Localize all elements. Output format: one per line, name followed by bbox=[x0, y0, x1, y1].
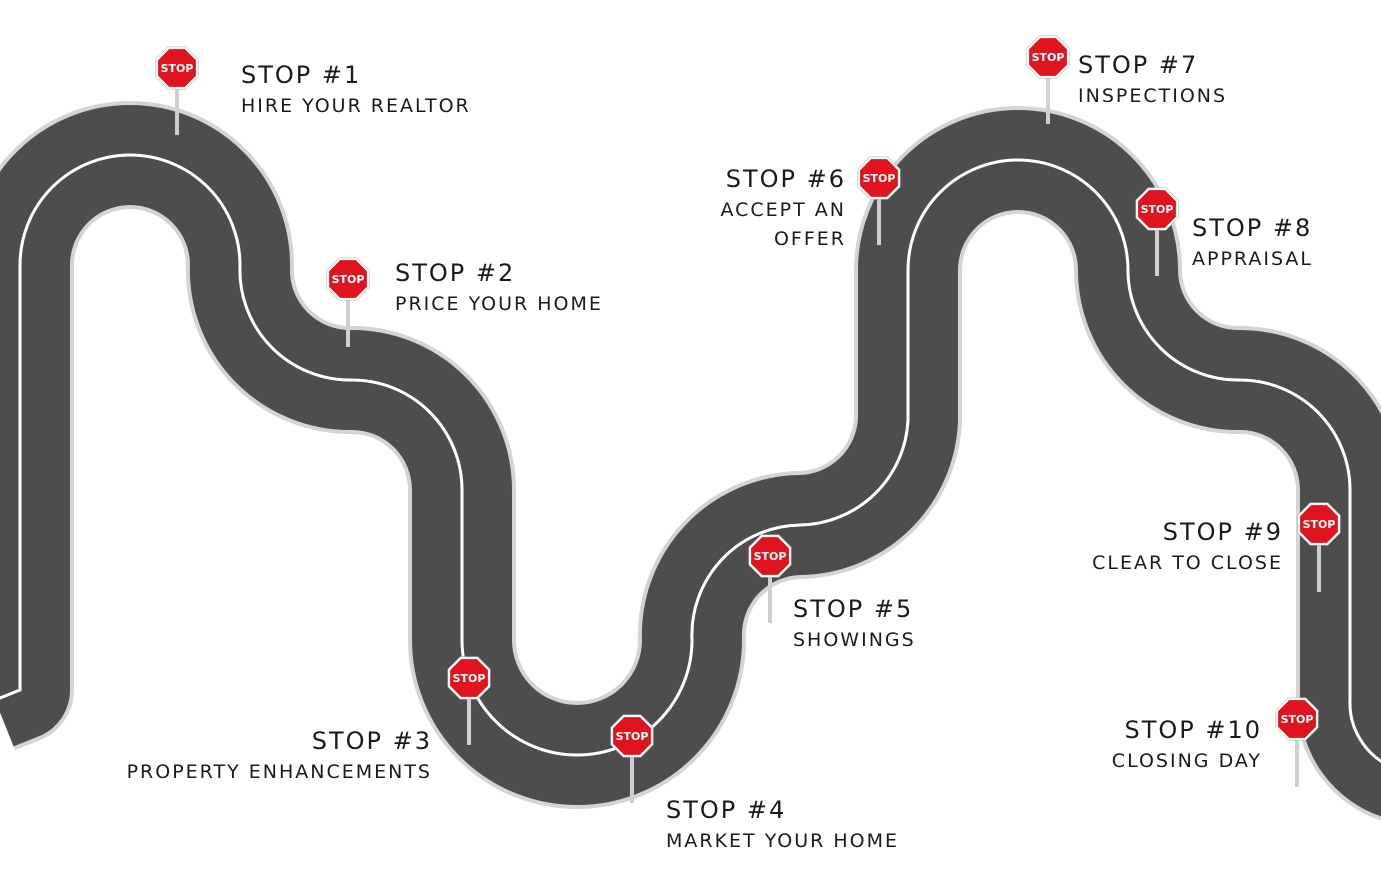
road bbox=[0, 101, 1381, 821]
stop-sign-text: STOP bbox=[161, 62, 194, 75]
stop-sign-6: STOP bbox=[857, 156, 901, 245]
stop-sign-4: STOP bbox=[610, 714, 654, 803]
stop-subtitle: CLOSING DAY bbox=[1111, 750, 1262, 772]
stop-subtitle-line2: OFFER bbox=[773, 228, 846, 250]
stop-1-label: STOP #1 HIRE YOUR REALTOR bbox=[241, 63, 471, 116]
stop-title: STOP #7 bbox=[1078, 51, 1199, 79]
stop-subtitle: SHOWINGS bbox=[793, 629, 916, 651]
stop-9-label: STOP #9 CLEAR TO CLOSE bbox=[1092, 520, 1283, 573]
stop-subtitle: PROPERTY ENHANCEMENTS bbox=[126, 761, 432, 783]
stop-10-label: STOP #10 CLOSING DAY bbox=[1112, 718, 1262, 771]
stop-sign-9: STOP bbox=[1297, 502, 1341, 592]
sign-pole bbox=[1155, 209, 1159, 276]
lane-line bbox=[0, 153, 1381, 763]
stop-sign-icon bbox=[613, 717, 651, 755]
stop-subtitle: HIRE YOUR REALTOR bbox=[241, 95, 471, 117]
stop-sign-3: STOP bbox=[447, 656, 491, 745]
stop-6-label: STOP #6 ACCEPT AN OFFER bbox=[720, 167, 846, 249]
stop-3-label: STOP #3 PROPERTY ENHANCEMENTS bbox=[127, 729, 432, 782]
sign-pole bbox=[630, 736, 634, 803]
sign-pole bbox=[1317, 524, 1321, 592]
stop-5-label: STOP #5 SHOWINGS bbox=[793, 597, 916, 650]
stop-sign-icon bbox=[1138, 190, 1176, 228]
stop-title: STOP #2 bbox=[395, 259, 516, 287]
stop-title: STOP #4 bbox=[666, 796, 787, 824]
stop-title: STOP #5 bbox=[793, 595, 914, 623]
stop-sign-text: STOP bbox=[1032, 51, 1065, 64]
stop-title: STOP #9 bbox=[1162, 518, 1283, 546]
stop-4-label: STOP #4 MARKET YOUR HOME bbox=[666, 798, 899, 851]
stop-subtitle: INSPECTIONS bbox=[1078, 85, 1228, 107]
sign-pole bbox=[346, 279, 350, 347]
stop-subtitle: ACCEPT AN bbox=[720, 199, 846, 221]
stop-subtitle: CLEAR TO CLOSE bbox=[1092, 552, 1283, 574]
stop-sign-1: STOP bbox=[155, 46, 199, 135]
stop-2-label: STOP #2 PRICE YOUR HOME bbox=[395, 261, 603, 314]
stop-sign-icon bbox=[751, 537, 789, 575]
stop-sign-icon bbox=[860, 159, 898, 197]
stop-sign-text: STOP bbox=[1141, 203, 1174, 216]
stop-sign-7: STOP bbox=[1026, 35, 1070, 124]
stop-sign-icon bbox=[450, 659, 488, 697]
stop-title: STOP #10 bbox=[1124, 716, 1262, 744]
stop-sign-text: STOP bbox=[332, 273, 365, 286]
stop-sign-icon bbox=[329, 260, 367, 298]
sign-pole bbox=[1046, 57, 1050, 124]
stop-sign-text: STOP bbox=[616, 730, 649, 743]
stop-sign-icon bbox=[158, 49, 196, 87]
sign-pole bbox=[768, 556, 772, 623]
stop-sign-text: STOP bbox=[1281, 713, 1314, 726]
stop-sign-text: STOP bbox=[453, 672, 486, 685]
stop-subtitle: APPRAISAL bbox=[1192, 248, 1313, 270]
sign-pole bbox=[1295, 719, 1299, 787]
stop-subtitle: MARKET YOUR HOME bbox=[666, 830, 900, 852]
stop-sign-text: STOP bbox=[863, 172, 896, 185]
stop-8-label: STOP #8 APPRAISAL bbox=[1192, 216, 1313, 269]
stop-sign-5: STOP bbox=[748, 534, 792, 623]
stop-sign-icon bbox=[1300, 505, 1338, 543]
stop-subtitle: PRICE YOUR HOME bbox=[395, 293, 603, 315]
stop-sign-2: STOP bbox=[326, 257, 370, 347]
stop-title: STOP #6 bbox=[725, 165, 846, 193]
stop-title: STOP #1 bbox=[241, 61, 362, 89]
stop-signs: STOP STOP STOP STOP STOP STOP STOP STOP STOP STOP bbox=[155, 35, 1341, 803]
sign-pole bbox=[877, 178, 881, 245]
sign-pole bbox=[467, 678, 471, 745]
sign-pole bbox=[175, 68, 179, 135]
stop-title: STOP #8 bbox=[1192, 214, 1313, 242]
stop-sign-icon bbox=[1029, 38, 1067, 76]
stop-7-label: STOP #7 INSPECTIONS bbox=[1078, 53, 1227, 106]
stop-sign-8: STOP bbox=[1135, 187, 1179, 276]
stop-title: STOP #3 bbox=[311, 727, 432, 755]
stop-sign-10: STOP bbox=[1275, 697, 1319, 787]
stop-sign-text: STOP bbox=[754, 550, 787, 563]
stop-sign-icon bbox=[1278, 700, 1316, 738]
stop-sign-text: STOP bbox=[1303, 518, 1336, 531]
